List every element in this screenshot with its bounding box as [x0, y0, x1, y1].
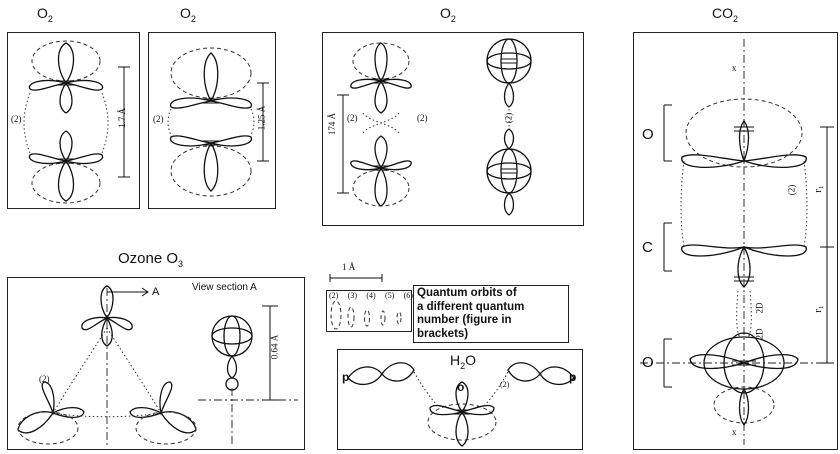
legend-number: (2) [329, 291, 339, 300]
h2o-center-atom: o [457, 380, 465, 394]
co2-d-label-top: 2D [754, 302, 765, 314]
co2-orbit-number: (2) [786, 184, 797, 196]
legend-caption-line: brackets) [417, 327, 469, 340]
legend-orbit-samples: (2) (3) (4) (5) (6) [326, 290, 413, 332]
h2o-diagram [347, 362, 575, 447]
legend-caption-line: number (figure in [417, 314, 512, 326]
o2-right-orbit-number-left: (2) [347, 113, 358, 123]
o2-middle-dimension: 1.25 Å [256, 105, 267, 131]
legend-number: (4) [366, 291, 376, 300]
ozone-diagram [17, 285, 298, 448]
title-o2-left: O2 [37, 5, 53, 24]
o2-right-dimension: 174 Å [327, 112, 338, 136]
title-o2-middle: O2 [180, 5, 196, 24]
legend-scale-label: 1 Å [342, 262, 356, 272]
h2o-orbit-number: (2) [500, 380, 510, 389]
title-ozone: Ozone O3 [118, 250, 184, 269]
co2-r-label-bottom: r₁ [811, 305, 824, 313]
legend-caption-box: Quantum orbits of a different quantum nu… [413, 285, 569, 343]
ozone-orbit-number: (2) [39, 374, 50, 384]
title-co2: CO2 [712, 5, 739, 24]
co2-axis-label-bottom: x [732, 427, 737, 437]
co2-r-label-top: r₁ [811, 185, 824, 193]
co2-atom-top: O [642, 126, 654, 143]
co2-atom-middle: C [642, 239, 653, 256]
co2-d-label-bottom: 2D [754, 328, 765, 340]
title-o2-right: O2 [440, 5, 456, 24]
legend-orbit-shapes [330, 300, 402, 330]
panel-o2-left: (2) 1.7 Å [7, 32, 140, 209]
o2-left-diagram [23, 40, 130, 204]
panel-h2o: H2O p o p (2) [337, 349, 583, 450]
o2-middle-orbit-number: (2) [153, 114, 164, 124]
h2o-title: H2O [450, 352, 477, 371]
h2o-right-atom: p [569, 370, 577, 384]
co2-diagram [640, 39, 834, 445]
panel-o2-right: (2) (2) (2) 174 Å [322, 32, 584, 226]
legend-number: (3) [347, 291, 357, 300]
panel-ozone: A View section A (2) 0.64 Å [7, 277, 305, 450]
co2-axis-label-top: x [732, 63, 737, 73]
o2-left-orbit-number: (2) [11, 114, 22, 124]
legend-caption-line: a different quantum [417, 300, 525, 313]
ozone-view-label: View section A [192, 282, 257, 293]
panel-co2: O C O x x r₁ r₁ 2D 2D (2) [633, 32, 838, 450]
o2-left-dimension: 1.7 Å [117, 108, 127, 128]
o2-middle-diagram [167, 47, 269, 197]
o2-right-orbit-number-center: (2) [503, 112, 514, 124]
co2-atom-bottom: O [642, 354, 654, 371]
ozone-arrow-label: A [152, 286, 160, 298]
legend-number: (5) [384, 291, 395, 300]
legend-caption-line: Quantum orbits of [417, 287, 517, 299]
h2o-left-atom: p [342, 370, 350, 384]
panel-o2-middle: (2) 1.25 Å [148, 32, 276, 209]
o2-right-diagram [337, 38, 532, 216]
ozone-dimension: 0.64 Å [269, 334, 280, 360]
legend-number-list: (2) (3) (4) (5) (6) [329, 291, 413, 300]
o2-right-orbit-number-right: (2) [417, 113, 428, 123]
legend-number: (6) [403, 291, 413, 300]
